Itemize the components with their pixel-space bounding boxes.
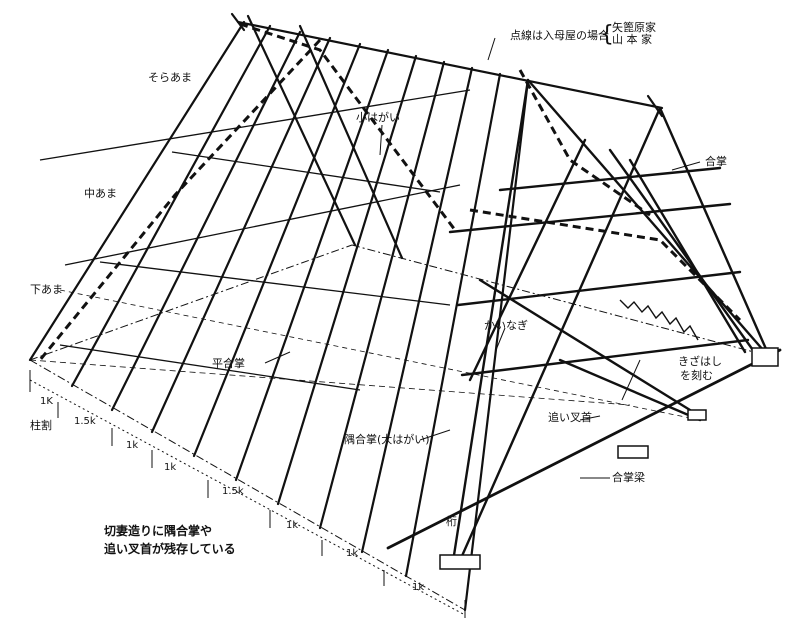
label-kizahashi-2: を刻む — [680, 369, 713, 382]
leader-lines — [264, 37, 701, 479]
post-base-blocks — [439, 347, 779, 570]
dim-label-6: 1k — [286, 520, 299, 531]
dashed-hip-lines — [38, 22, 742, 361]
dotted-line-note: 点線は入母屋の場合 — [510, 29, 609, 42]
dimension-line — [29, 370, 466, 618]
label-gassho-bari: 合掌梁 — [612, 471, 645, 484]
house-name-1: 矢篦原家 — [612, 21, 656, 34]
purlins — [39, 89, 471, 391]
ladder-steps — [619, 299, 699, 341]
caption-line-1: 切妻造りに隅合掌や — [104, 524, 213, 538]
dim-label-1: 1K — [40, 396, 53, 407]
dim-label-5: 1.5k — [222, 486, 244, 497]
label-kizahashi-1: きざはし — [678, 355, 722, 368]
label-sora-ama: そらあま — [148, 71, 192, 84]
house-name-2: 山 本 家 — [612, 33, 652, 46]
label-keta: 桁 — [446, 515, 457, 528]
label-ko-hagai: 小はがい — [356, 111, 400, 124]
label-gassho: 合掌 — [705, 155, 727, 168]
dim-label-2: 1.5k — [74, 416, 96, 427]
brace-symbol: { — [600, 22, 614, 47]
label-hira-gassho: 平合掌 — [212, 357, 245, 370]
gable-frame — [386, 78, 782, 570]
label-oi-sasu: 追い叉首 — [548, 411, 592, 424]
label-shita-ama: 下あま — [30, 283, 63, 296]
label-kainagi: かいなぎ — [484, 319, 528, 332]
dim-label-3: 1k — [126, 440, 139, 451]
caption-line-2: 追い叉首が残存している — [104, 542, 236, 556]
roof-front-rafters — [28, 12, 664, 612]
house-names: 矢篦原家 山 本 家 — [612, 22, 656, 46]
label-naka-ama: 中あま — [84, 187, 117, 200]
label-hashira-wari: 柱割 — [30, 419, 52, 432]
caption: 切妻造りに隅合掌や 追い叉首が残存している — [104, 522, 236, 558]
label-sumi-gassho: 隅合掌(大はがい) — [344, 433, 430, 446]
dim-label-4: 1k — [164, 462, 177, 473]
dim-label-8: 1k — [412, 582, 425, 593]
dim-label-7: 1k — [346, 548, 359, 559]
